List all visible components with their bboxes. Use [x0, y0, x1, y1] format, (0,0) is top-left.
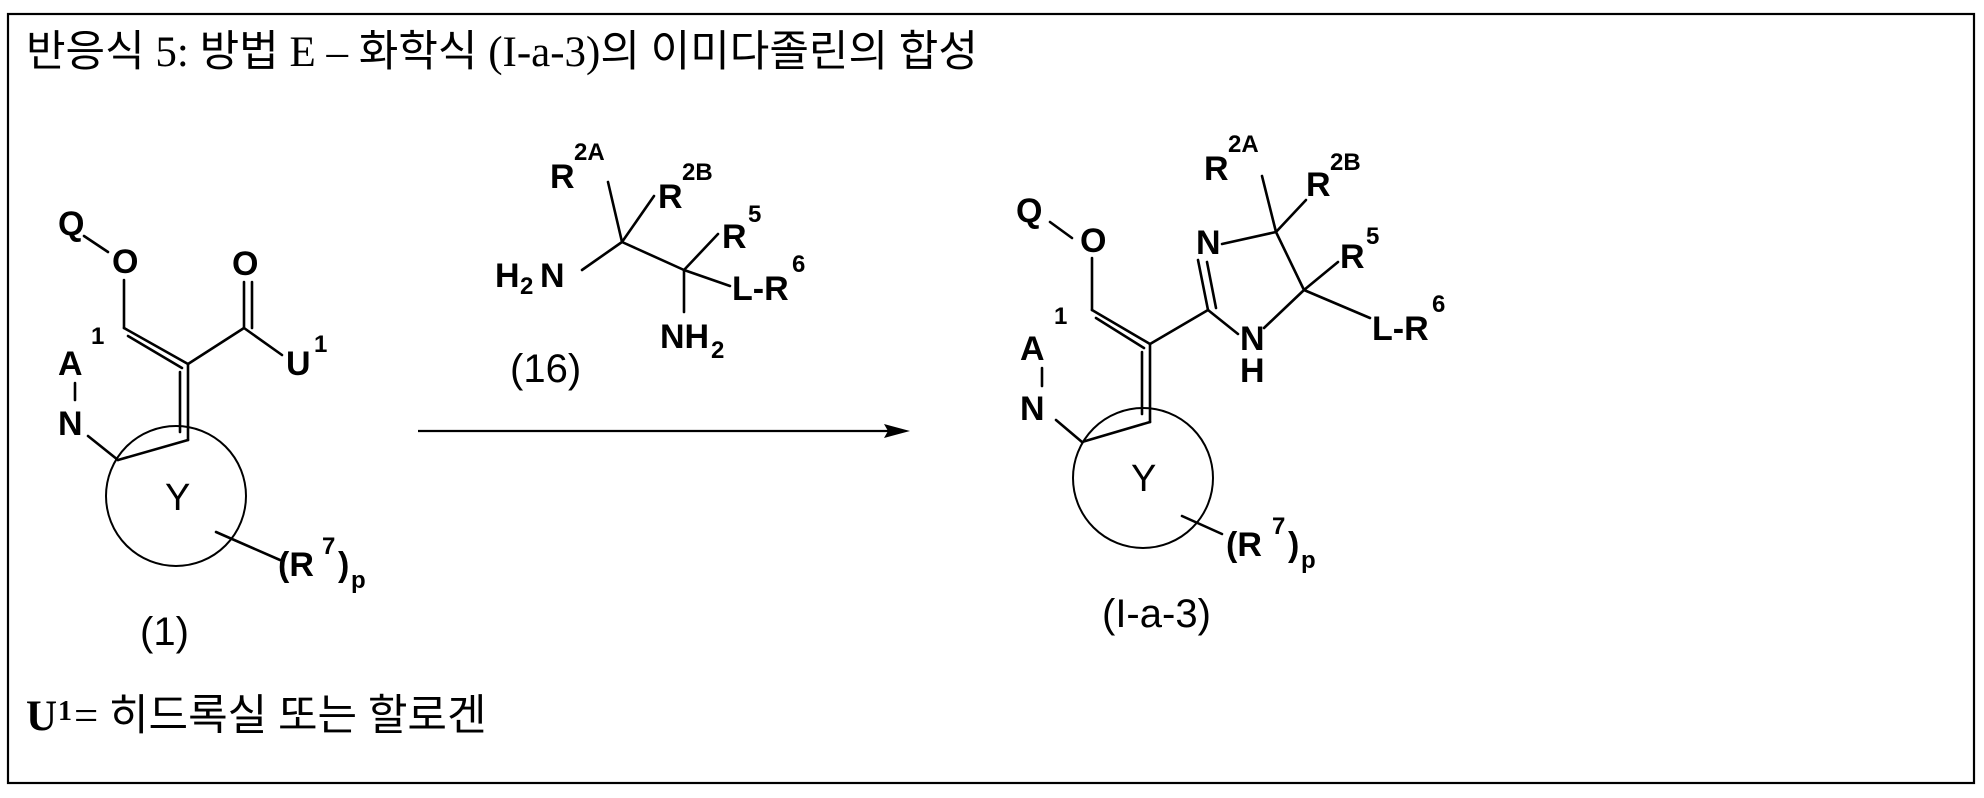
bond	[684, 270, 730, 286]
footnote: U 1 = 히드록실 또는 할로겐	[26, 693, 487, 740]
bond	[188, 328, 244, 364]
bond	[128, 336, 182, 368]
bond	[1304, 262, 1338, 290]
reagent-nh2-subscript: 2	[711, 337, 724, 364]
reactant-structure: Y Q O O A 1 N U 1 (R 7 ) p (1)	[58, 205, 366, 654]
atom-u-superscript: 1	[314, 331, 327, 358]
bond	[1208, 310, 1238, 334]
substituent-r7-close: )	[338, 546, 349, 584]
product-r7-subscript: p	[1301, 547, 1316, 574]
bond	[1050, 222, 1072, 238]
bond	[1092, 310, 1150, 344]
atom-n-imidazoline: N	[1196, 224, 1221, 262]
bond	[608, 182, 622, 242]
bond	[684, 234, 718, 270]
footnote-text: = 히드록실 또는 할로겐	[74, 693, 487, 740]
atom-nh-h: H	[1240, 352, 1265, 390]
product-r5: R	[1340, 238, 1365, 276]
bond	[1056, 420, 1082, 442]
atom-a: A	[58, 345, 83, 383]
product-l-r6-superscript: 6	[1432, 291, 1445, 318]
product-r7-superscript: 7	[1272, 513, 1285, 540]
substituent-r7-subscript: p	[351, 567, 366, 594]
reagent-l-r6-superscript: 6	[792, 251, 805, 278]
bond	[582, 242, 622, 270]
atom-a-superscript: 1	[1054, 303, 1067, 330]
reagent-h2n: H	[495, 257, 520, 295]
product-compound-label: (I-a-3)	[1102, 592, 1211, 636]
bond	[1207, 262, 1216, 308]
product-ring-label: Y	[1131, 458, 1156, 500]
reagent-nh2: NH	[660, 318, 709, 356]
atom-n: N	[58, 405, 83, 443]
atom-u: U	[286, 345, 311, 383]
bond	[244, 328, 282, 355]
bond	[1150, 310, 1208, 344]
substituent-r7-superscript: 7	[322, 533, 335, 560]
bond	[1096, 318, 1144, 348]
atom-o: O	[232, 245, 258, 283]
reagent-r2b-superscript: 2B	[682, 159, 713, 186]
bond	[1222, 232, 1276, 244]
reagent-r5: R	[722, 218, 747, 256]
reagent-r2b: R	[658, 178, 683, 216]
atom-a: A	[1020, 330, 1045, 368]
bond	[118, 440, 188, 460]
figure-border	[8, 14, 1974, 783]
product-r5-superscript: 5	[1366, 223, 1379, 250]
reagent-r2a: R	[550, 158, 575, 196]
atom-q: Q	[1016, 192, 1042, 230]
footnote-symbol: U	[26, 693, 57, 740]
bond	[124, 328, 188, 364]
reactant-compound-label: (1)	[140, 610, 189, 654]
reagent-h2n-subscript: 2	[520, 273, 533, 300]
bond	[1264, 290, 1304, 328]
product-r2a-superscript: 2A	[1228, 131, 1259, 158]
product-r7-close: )	[1288, 526, 1299, 564]
reagent-structure: R 2A R 2B R 5 H 2 N L-R 6 NH 2 (16)	[495, 139, 805, 391]
bond	[88, 436, 118, 460]
bond	[84, 236, 108, 252]
reagent-r2a-superscript: 2A	[574, 139, 605, 166]
reagent-h2n-n: N	[540, 257, 565, 295]
reagent-l-r6: L-R	[732, 270, 789, 308]
product-r2b: R	[1306, 166, 1331, 204]
product-r7: (R	[1226, 526, 1262, 564]
atom-a-superscript: 1	[91, 323, 104, 350]
atom-q: Q	[58, 205, 84, 243]
bond	[622, 242, 684, 270]
atom-o: O	[1080, 222, 1106, 260]
atom-n: N	[1020, 390, 1045, 428]
reagent-r5-superscript: 5	[748, 201, 761, 228]
product-structure: Y Q O A 1 N N N H R 2A R	[1016, 131, 1445, 636]
bond	[1198, 260, 1208, 310]
bond	[1262, 176, 1276, 232]
footnote-symbol-superscript: 1	[58, 696, 72, 727]
bond	[1304, 290, 1370, 318]
reagent-compound-label: (16)	[510, 347, 581, 391]
product-l-r6: L-R	[1372, 310, 1429, 348]
product-r2b-superscript: 2B	[1330, 149, 1361, 176]
substituent-r7: (R	[278, 546, 314, 584]
product-r2a: R	[1204, 150, 1229, 188]
atom-o: O	[112, 243, 138, 281]
reactant-ring-label: Y	[165, 477, 190, 519]
bond	[622, 196, 654, 242]
bond	[1276, 200, 1306, 232]
bond	[1082, 422, 1150, 442]
bond	[1276, 232, 1304, 290]
scheme-title: 반응식 5: 방법 E – 화학식 (I-a-3)의 이미다졸린의 합성	[26, 29, 978, 76]
